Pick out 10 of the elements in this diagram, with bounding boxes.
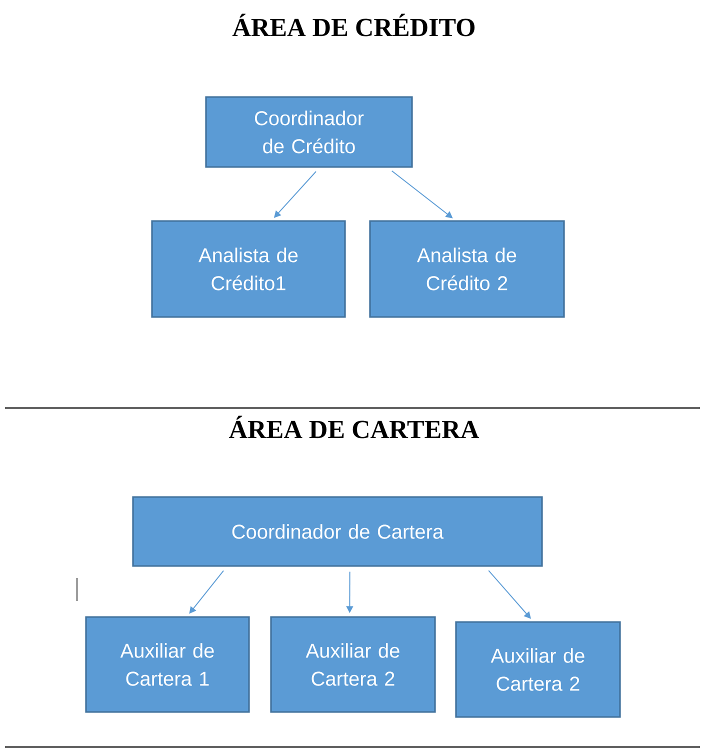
- role-box: Auxiliar de Cartera 2: [455, 621, 621, 718]
- role-box: Coordinador de Crédito: [205, 96, 413, 168]
- heading: ÁREA DE CARTERA: [229, 416, 479, 438]
- role-box: Analista de Crédito1: [151, 220, 346, 318]
- heading: ÁREA DE CRÉDITO: [232, 14, 475, 36]
- role-box: Analista de Crédito 2: [369, 220, 565, 318]
- role-box: Auxiliar de Cartera 2: [270, 616, 436, 713]
- role-box: Auxiliar de Cartera 1: [85, 616, 250, 713]
- arrow: [391, 170, 453, 218]
- role-box: Coordinador de Cartera: [132, 496, 543, 567]
